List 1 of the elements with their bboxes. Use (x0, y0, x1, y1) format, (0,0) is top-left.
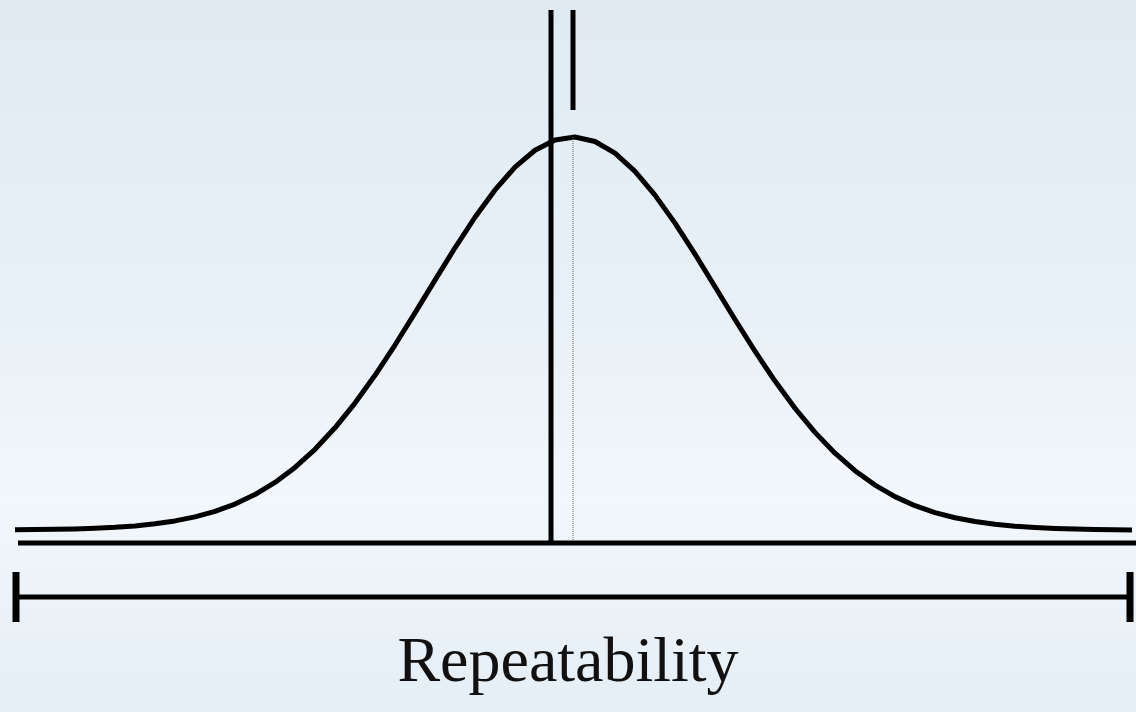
dimension-label: Repeatability (397, 623, 739, 697)
